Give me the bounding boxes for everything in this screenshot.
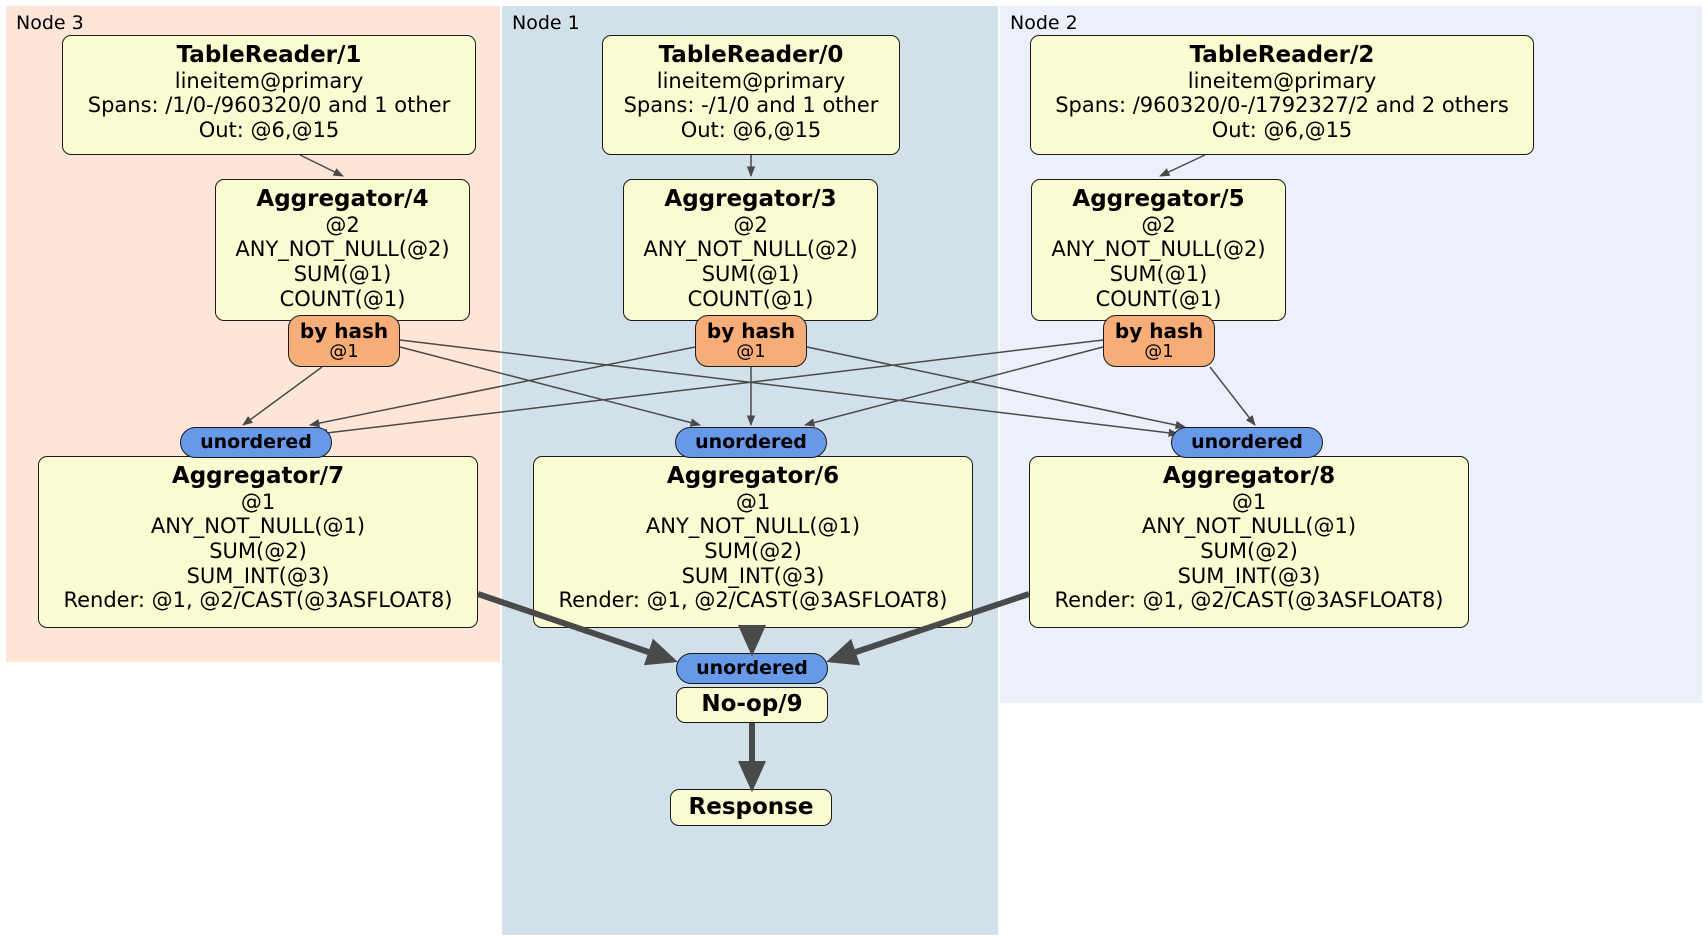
processor-detail-line: Render: @1, @2/CAST(@3ASFLOAT8) xyxy=(558,588,948,613)
processor-title: Aggregator/3 xyxy=(664,186,837,212)
router-unordered8[interactable]: unordered xyxy=(1171,427,1323,458)
processor-detail-line: @2 xyxy=(1141,212,1176,237)
processor-title: Aggregator/4 xyxy=(256,186,429,212)
processor-noop9[interactable]: No-op/9 xyxy=(676,687,828,723)
processor-detail-line: @2 xyxy=(733,212,768,237)
processor-title: TableReader/0 xyxy=(658,42,844,68)
processor-detail-line: @1 xyxy=(735,489,771,514)
processor-title: No-op/9 xyxy=(701,691,803,718)
processor-detail-line: lineitem@primary xyxy=(656,68,846,93)
processor-detail-line: ANY_NOT_NULL(@2) xyxy=(1051,237,1266,262)
router-label-primary: unordered xyxy=(1191,430,1303,453)
processor-detail-line: SUM(@2) xyxy=(1200,539,1298,564)
processor-detail-line: SUM_INT(@3) xyxy=(1177,563,1321,588)
processor-detail-line: lineitem@primary xyxy=(174,68,364,93)
processor-detail-line: lineitem@primary xyxy=(1187,68,1377,93)
processor-detail-line: Out: @6,@15 xyxy=(198,118,340,143)
router-label-primary: unordered xyxy=(695,430,807,453)
processor-detail-line: @1 xyxy=(240,489,276,514)
processor-detail-line: @1 xyxy=(1231,489,1267,514)
router-label-column: @1 xyxy=(1144,341,1174,363)
processor-detail-line: @2 xyxy=(325,212,360,237)
node-panel-label: Node 1 xyxy=(512,12,580,34)
processor-detail-line: ANY_NOT_NULL(@1) xyxy=(1141,514,1357,539)
processor-detail-line: Spans: /1/0-/960320/0 and 1 other xyxy=(87,93,451,118)
processor-detail-line: Render: @1, @2/CAST(@3ASFLOAT8) xyxy=(63,588,453,613)
processor-detail-line: SUM(@1) xyxy=(1109,262,1208,287)
processor-detail-line: COUNT(@1) xyxy=(687,286,814,311)
processor-detail-line: ANY_NOT_NULL(@1) xyxy=(645,514,861,539)
router-hash4[interactable]: by hash@1 xyxy=(288,315,400,367)
processor-detail-line: ANY_NOT_NULL(@2) xyxy=(643,237,858,262)
processor-title: TableReader/2 xyxy=(1189,42,1375,68)
router-hash5[interactable]: by hash@1 xyxy=(1103,315,1215,367)
processor-title: Aggregator/7 xyxy=(171,463,345,489)
processor-detail-line: Out: @6,@15 xyxy=(1211,118,1353,143)
processor-title: Aggregator/5 xyxy=(1072,186,1245,212)
processor-detail-line: SUM_INT(@3) xyxy=(186,563,330,588)
router-label-primary: unordered xyxy=(200,430,312,453)
processor-detail-line: COUNT(@1) xyxy=(1095,286,1222,311)
router-label-primary: by hash xyxy=(1114,318,1204,343)
router-unordered9[interactable]: unordered xyxy=(676,653,828,684)
router-unordered7[interactable]: unordered xyxy=(180,427,332,458)
processor-title: TableReader/1 xyxy=(176,42,362,68)
processor-detail-line: SUM(@1) xyxy=(293,262,392,287)
processor-detail-line: SUM(@1) xyxy=(701,262,800,287)
processor-response[interactable]: Response xyxy=(670,789,832,826)
processor-detail-line: ANY_NOT_NULL(@1) xyxy=(150,514,366,539)
processor-detail-line: Spans: /960320/0-/1792327/2 and 2 others xyxy=(1055,93,1509,118)
node-panel-label: Node 3 xyxy=(16,12,84,34)
processor-detail-line: SUM(@2) xyxy=(704,539,802,564)
node-panel-label: Node 2 xyxy=(1010,12,1078,34)
router-label-primary: by hash xyxy=(706,318,796,343)
router-hash3[interactable]: by hash@1 xyxy=(695,315,807,367)
processor-detail-line: Out: @6,@15 xyxy=(680,118,822,143)
processor-detail-line: Render: @1, @2/CAST(@3ASFLOAT8) xyxy=(1054,588,1444,613)
router-unordered6[interactable]: unordered xyxy=(675,427,827,458)
processor-detail-line: SUM_INT(@3) xyxy=(681,563,825,588)
processor-title: Aggregator/6 xyxy=(666,463,840,489)
router-label-column: @1 xyxy=(329,341,359,363)
router-label-primary: unordered xyxy=(696,656,808,679)
processor-detail-line: SUM(@2) xyxy=(209,539,307,564)
processor-detail-line: ANY_NOT_NULL(@2) xyxy=(235,237,450,262)
processor-detail-line: Spans: -/1/0 and 1 other xyxy=(623,93,879,118)
router-label-primary: by hash xyxy=(299,318,389,343)
processor-detail-line: COUNT(@1) xyxy=(279,286,406,311)
processor-title: Response xyxy=(688,793,814,820)
processor-title: Aggregator/8 xyxy=(1162,463,1336,489)
router-label-column: @1 xyxy=(736,341,766,363)
